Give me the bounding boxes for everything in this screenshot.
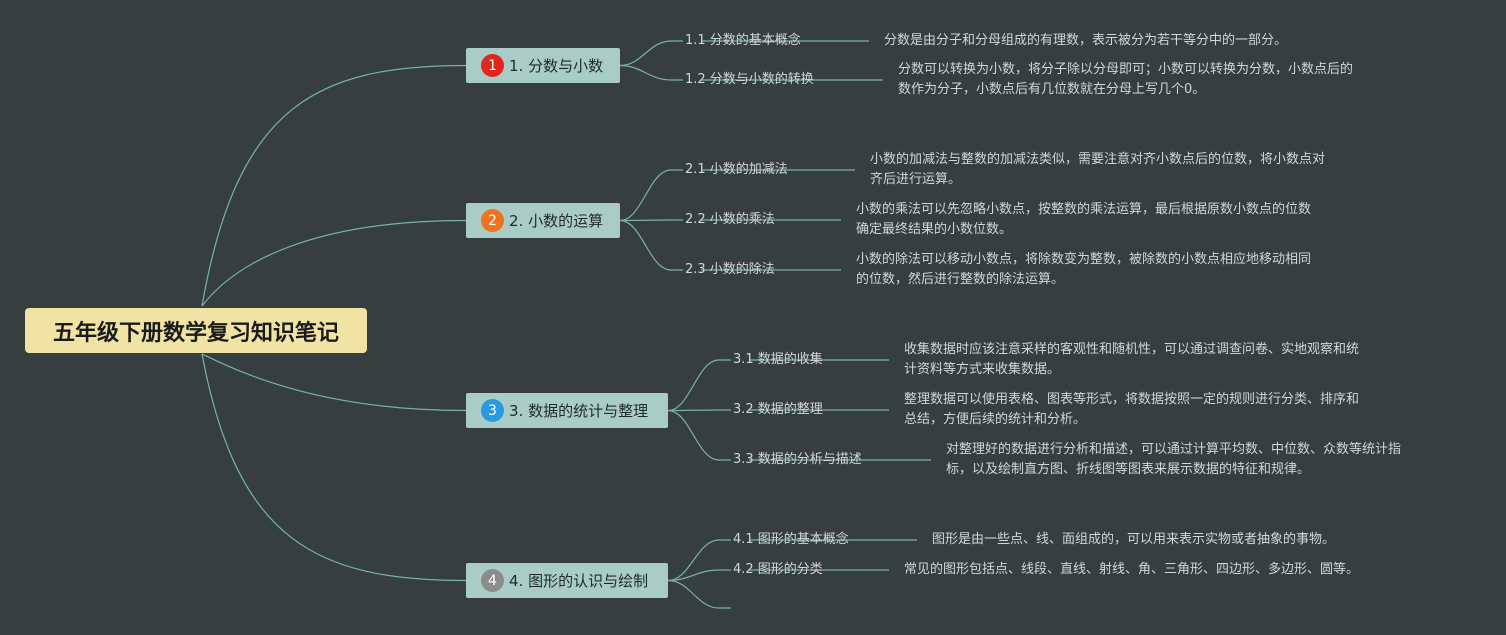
note-line: 确定最终结果的小数位数。	[856, 222, 1013, 237]
topic-node[interactable]: 1 1. 分数与小数	[466, 48, 620, 83]
subtopic-label[interactable]: 3.3 数据的分析与描述	[733, 452, 862, 467]
topic-to-subtopic-connector	[667, 579, 720, 609]
subtopic-label[interactable]: 3.1 数据的收集	[733, 352, 823, 367]
note-line: 常见的图形包括点、线段、直线、射线、角、三角形、四边形、多边形、圆等。	[904, 562, 1360, 577]
note-line: 整理数据可以使用表格、图表等形式，将数据按照一定的规则进行分类、排序和	[904, 392, 1360, 407]
subtopic-label[interactable]: 2.2 小数的乘法	[685, 212, 775, 227]
root-to-topic-connector	[201, 353, 467, 582]
note-line: 标，以及绘制直方图、折线图等图表来展示数据的特征和规律。	[946, 462, 1311, 477]
note-line: 小数的除法可以移动小数点，将除数变为整数，被除数的小数点相应地移动相同	[856, 252, 1312, 267]
subtopic-label[interactable]: 2.3 小数的除法	[685, 262, 775, 277]
note-line: 小数的乘法可以先忽略小数点，按整数的乘法运算，最后根据原数小数点的位数	[856, 202, 1312, 217]
subtopic-label[interactable]: 1.2 分数与小数的转换	[685, 72, 814, 87]
note-line: 的位数，然后进行整数的除法运算。	[856, 272, 1065, 287]
root-to-topic-connector	[201, 353, 467, 412]
topic-label: 4. 图形的认识与绘制	[509, 572, 649, 590]
topic-node[interactable]: 3 3. 数据的统计与整理	[466, 393, 668, 428]
note-line: 齐后进行运算。	[870, 172, 962, 187]
note-text: 整理数据可以使用表格、图表等形式，将数据按照一定的规则进行分类、排序和总结，方便…	[904, 390, 1359, 430]
note-text: 分数可以转换为小数，将分子除以分母即可；小数可以转换为分数，小数点后的数作为分子…	[898, 60, 1353, 100]
topic-number-badge: 1	[481, 54, 504, 77]
note-line: 收集数据时应该注意采样的客观性和随机性，可以通过调查问卷、实地观察和统	[904, 342, 1360, 357]
topic-node[interactable]: 4 4. 图形的认识与绘制	[466, 563, 668, 598]
note-line: 对整理好的数据进行分析和描述，可以通过计算平均数、中位数、众数等统计指	[946, 442, 1402, 457]
topic-to-subtopic-connector	[667, 409, 720, 412]
subtopic-label[interactable]: 3.2 数据的整理	[733, 402, 823, 417]
topic-to-subtopic-connector	[619, 219, 672, 222]
note-line: 数作为分子，小数点后有几位数就在分母上写几个0。	[898, 82, 1206, 97]
topic-to-subtopic-connector	[667, 409, 720, 461]
topic-number-badge: 2	[481, 209, 504, 232]
note-text: 分数是由分子和分母组成的有理数，表示被分为若干等分中的一部分。	[884, 31, 1287, 51]
topic-label: 1. 分数与小数	[509, 57, 604, 75]
subtopic-label[interactable]: 4.2 图形的分类	[733, 562, 823, 577]
subtopic-label[interactable]: 1.1 分数的基本概念	[685, 33, 801, 48]
root-label: 五年级下册数学复习知识笔记	[52, 320, 339, 346]
topic-to-subtopic-connector	[619, 64, 672, 81]
note-text: 图形是由一些点、线、面组成的，可以用来表示实物或者抽象的事物。	[932, 530, 1335, 550]
note-text: 对整理好的数据进行分析和描述，可以通过计算平均数、中位数、众数等统计指标，以及绘…	[946, 440, 1401, 480]
root-node[interactable]: 五年级下册数学复习知识笔记	[25, 308, 367, 353]
note-text: 小数的除法可以移动小数点，将除数变为整数，被除数的小数点相应地移动相同的位数，然…	[856, 250, 1311, 290]
topic-to-subtopic-connector	[667, 569, 720, 582]
note-text: 小数的乘法可以先忽略小数点，按整数的乘法运算，最后根据原数小数点的位数确定最终结…	[856, 200, 1311, 240]
topic-label: 3. 数据的统计与整理	[509, 402, 649, 420]
note-text: 小数的加减法与整数的加减法类似，需要注意对齐小数点后的位数，将小数点对齐后进行运…	[870, 150, 1325, 190]
note-line: 小数的加减法与整数的加减法类似，需要注意对齐小数点后的位数，将小数点对	[870, 152, 1326, 167]
topic-to-subtopic-connector	[619, 169, 672, 222]
root-to-topic-connector	[201, 219, 467, 307]
note-line: 分数是由分子和分母组成的有理数，表示被分为若干等分中的一部分。	[884, 33, 1288, 48]
topic-node[interactable]: 2 2. 小数的运算	[466, 203, 620, 238]
subtopic-label[interactable]: 2.1 小数的加减法	[685, 162, 788, 177]
note-text: 常见的图形包括点、线段、直线、射线、角、三角形、四边形、多边形、圆等。	[904, 560, 1359, 580]
topic-to-subtopic-connector	[667, 539, 720, 582]
note-line: 图形是由一些点、线、面组成的，可以用来表示实物或者抽象的事物。	[932, 532, 1336, 547]
note-line: 总结，方便后续的统计和分析。	[904, 412, 1087, 427]
topic-to-subtopic-connector	[619, 219, 672, 271]
note-text: 收集数据时应该注意采样的客观性和随机性，可以通过调查问卷、实地观察和统计资料等方…	[904, 340, 1359, 380]
subtopic-label[interactable]: 4.1 图形的基本概念	[733, 532, 849, 547]
topic-to-subtopic-connector	[667, 359, 720, 412]
topic-number-badge: 3	[481, 399, 504, 422]
note-line: 分数可以转换为小数，将分子除以分母即可；小数可以转换为分数，小数点后的	[898, 62, 1354, 77]
topic-number-badge: 4	[481, 569, 504, 592]
topic-label: 2. 小数的运算	[509, 212, 604, 230]
note-line: 计资料等方式来收集数据。	[904, 362, 1061, 377]
root-to-topic-connector	[201, 64, 467, 307]
topic-to-subtopic-connector	[619, 40, 672, 67]
